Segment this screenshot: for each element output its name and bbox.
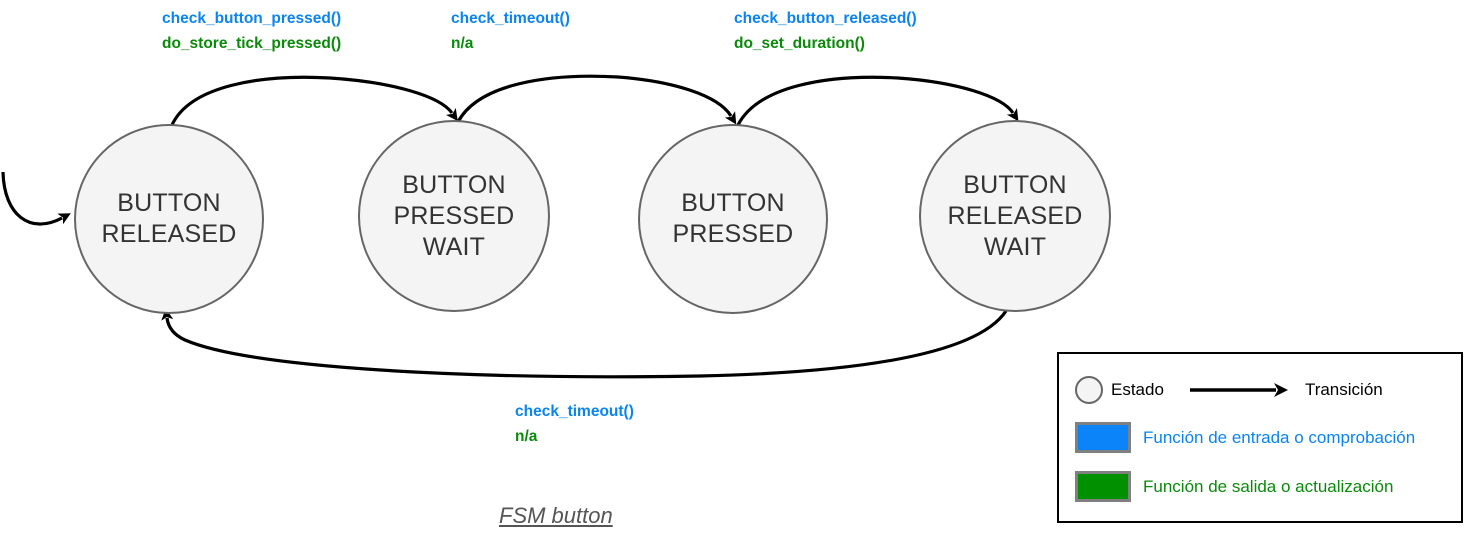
transition-label-pressed-to-released-wait: check_button_released() do_set_duration(… bbox=[734, 6, 917, 56]
transition-arc-released-wait-to-released bbox=[161, 308, 1008, 379]
transition-arrow-icon bbox=[1189, 383, 1288, 397]
transition-condition: check_timeout() bbox=[515, 403, 634, 420]
transition-condition: check_timeout() bbox=[451, 10, 570, 27]
transition-action: do_store_tick_pressed() bbox=[162, 35, 342, 52]
transition-label-pressed-wait-to-pressed: check_timeout() n/a bbox=[451, 6, 570, 56]
transition-action: do_set_duration() bbox=[734, 35, 865, 52]
transition-arc-released-to-pressed-wait bbox=[170, 75, 458, 126]
legend-label-transition: Transición bbox=[1304, 380, 1383, 399]
legend-row-state-transition: Estado Transición bbox=[1075, 376, 1383, 404]
state-label: BUTTON RELEASED WAIT bbox=[947, 170, 1083, 261]
transition-condition: check_button_released() bbox=[734, 10, 917, 27]
diagram-title: FSM button bbox=[499, 503, 613, 528]
transition-arc-pressed-wait-to-pressed bbox=[456, 74, 737, 125]
state-button-released[interactable]: BUTTON RELEASED bbox=[74, 124, 264, 314]
state-label: BUTTON PRESSED bbox=[672, 189, 794, 248]
transition-action: n/a bbox=[515, 428, 538, 445]
initial-transition-arrow bbox=[1, 171, 71, 226]
blue-swatch-icon bbox=[1075, 422, 1131, 453]
transition-condition: check_button_pressed() bbox=[162, 10, 342, 27]
state-circle-icon bbox=[1075, 376, 1103, 404]
state-label: BUTTON PRESSED WAIT bbox=[393, 170, 515, 261]
green-swatch-icon bbox=[1075, 471, 1131, 502]
state-button-pressed[interactable]: BUTTON PRESSED bbox=[638, 124, 828, 314]
legend-label-state: Estado bbox=[1111, 380, 1164, 399]
transition-action: n/a bbox=[451, 35, 474, 52]
state-button-released-wait[interactable]: BUTTON RELEASED WAIT bbox=[919, 120, 1111, 312]
legend-label-output-function: Función de salida o actualización bbox=[1143, 476, 1394, 496]
legend-row-input-function: Función de entrada o comprobación bbox=[1075, 422, 1415, 453]
legend-label-input-function: Función de entrada o comprobación bbox=[1143, 427, 1416, 447]
state-button-pressed-wait[interactable]: BUTTON PRESSED WAIT bbox=[358, 120, 550, 312]
transition-label-released-wait-to-released: check_timeout() n/a bbox=[515, 399, 634, 449]
transition-arc-pressed-to-released-wait bbox=[736, 75, 1019, 126]
legend-panel: Estado Transición Función de entrada o c… bbox=[1057, 352, 1463, 523]
legend-row-output-function: Función de salida o actualización bbox=[1075, 471, 1393, 502]
state-label: BUTTON RELEASED bbox=[101, 189, 237, 248]
transition-label-released-to-pressed-wait: check_button_pressed() do_store_tick_pre… bbox=[162, 6, 341, 56]
